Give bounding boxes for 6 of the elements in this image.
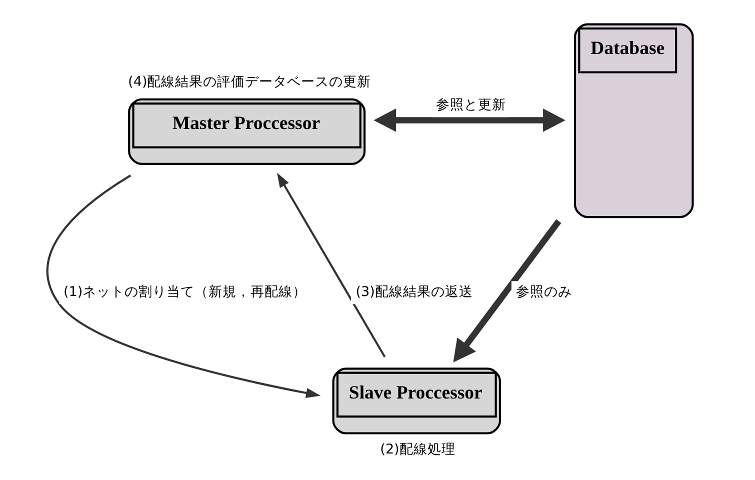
edge-label: 参照と更新 xyxy=(436,97,506,114)
edge-label: (1)ネットの割り当て（新規，再配線） xyxy=(63,284,307,300)
node-label: (4)配線結果の評価データベースの更新 xyxy=(128,74,372,90)
node-label: (2)配線処理 xyxy=(380,441,456,458)
edge-label: (3)配線結果の返送 xyxy=(356,284,473,300)
edge-label: 参照のみ xyxy=(516,284,572,300)
